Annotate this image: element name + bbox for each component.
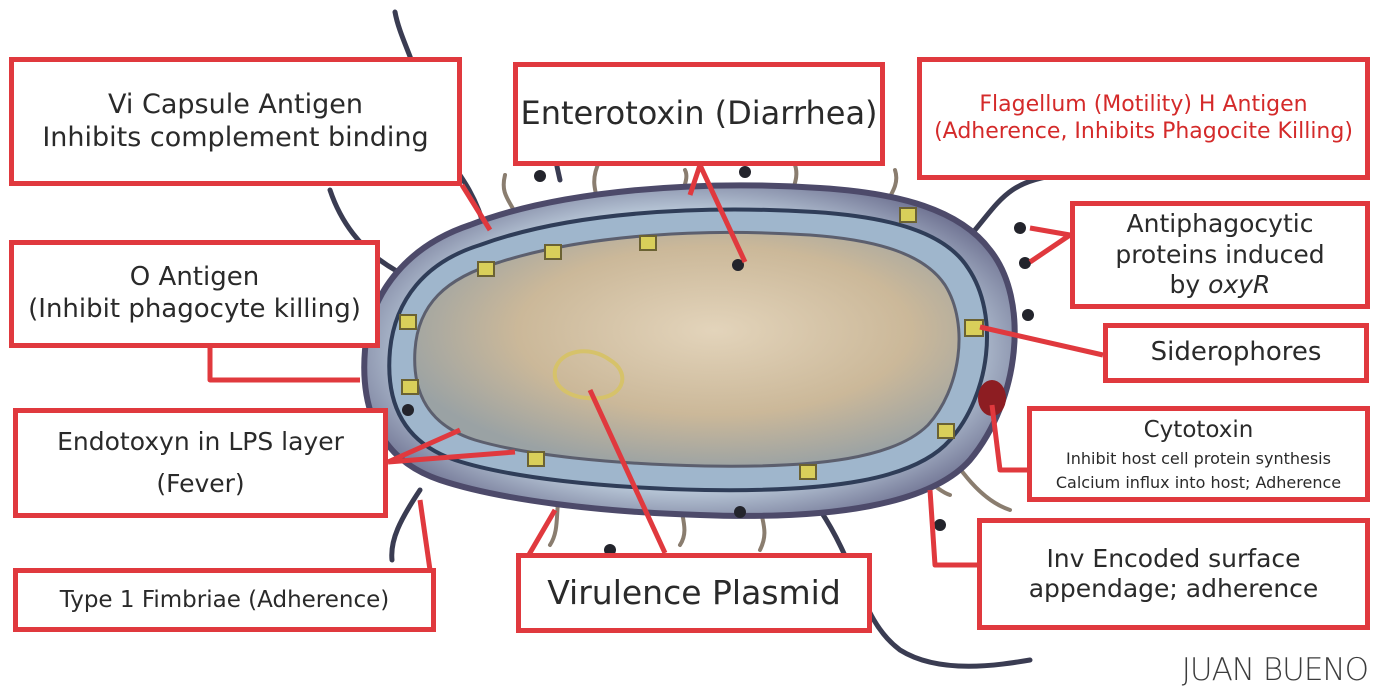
o-antigen-title: O Antigen: [130, 262, 259, 294]
type1-fimbriae-title: Type 1 Fimbriae (Adherence): [60, 586, 390, 614]
antiphagocytic-line3: by oxyR: [1170, 270, 1271, 301]
flagellum-title: Flagellum (Motility) H Antigen: [979, 92, 1307, 119]
endotoxin-desc: (Fever): [156, 463, 244, 506]
o-antigen-label: O Antigen (Inhibit phagocyte killing): [9, 240, 380, 348]
cytotoxin-line3: Calcium influx into host; Adherence: [1056, 471, 1341, 494]
vi-capsule-desc: Inhibits complement binding: [42, 122, 428, 155]
o-antigen-desc: (Inhibit phagocyte killing): [28, 294, 361, 326]
vi-capsule-title: Vi Capsule Antigen: [108, 89, 363, 122]
inv-surface-line2: appendage; adherence: [1029, 574, 1319, 605]
siderophores-title: Siderophores: [1151, 337, 1322, 369]
enterotoxin-label: Enterotoxin (Diarrhea): [513, 62, 885, 166]
oxyr-gene: oxyR: [1208, 270, 1270, 299]
vi-capsule-label: Vi Capsule Antigen Inhibits complement b…: [9, 57, 462, 186]
virulence-plasmid-label: Virulence Plasmid: [516, 553, 872, 633]
enterotoxin-title: Enterotoxin (Diarrhea): [520, 94, 877, 133]
virulence-plasmid-title: Virulence Plasmid: [547, 573, 841, 613]
flagellum-desc: (Adherence, Inhibits Phagocite Killing): [934, 119, 1353, 146]
inv-surface-line1: Inv Encoded surface: [1046, 544, 1300, 575]
cytotoxin-line2: Inhibit host cell protein synthesis: [1066, 447, 1331, 470]
inv-surface-label: Inv Encoded surface appendage; adherence: [977, 518, 1370, 630]
author-signature: JUAN BUENO: [1182, 652, 1368, 688]
antiphagocytic-label: Antiphagocytic proteins induced by oxyR: [1070, 201, 1370, 309]
flagellum-bottom-left: [392, 490, 420, 560]
antiphagocytic-by: by: [1170, 270, 1209, 299]
endotoxin-label: Endotoxyn in LPS layer (Fever): [13, 408, 388, 518]
type1-fimbriae-label: Type 1 Fimbriae (Adherence): [13, 568, 436, 632]
cytotoxin-label: Cytotoxin Inhibit host cell protein synt…: [1027, 406, 1370, 502]
cytoplasm: [415, 232, 959, 466]
flagellum-label: Flagellum (Motility) H Antigen (Adherenc…: [917, 57, 1370, 180]
cytotoxin-title: Cytotoxin: [1144, 414, 1254, 447]
antiphagocytic-line2: proteins induced: [1115, 240, 1324, 271]
endotoxin-title: Endotoxyn in LPS layer: [57, 421, 344, 464]
antiphagocytic-line1: Antiphagocytic: [1127, 209, 1314, 240]
siderophores-label: Siderophores: [1103, 323, 1369, 383]
